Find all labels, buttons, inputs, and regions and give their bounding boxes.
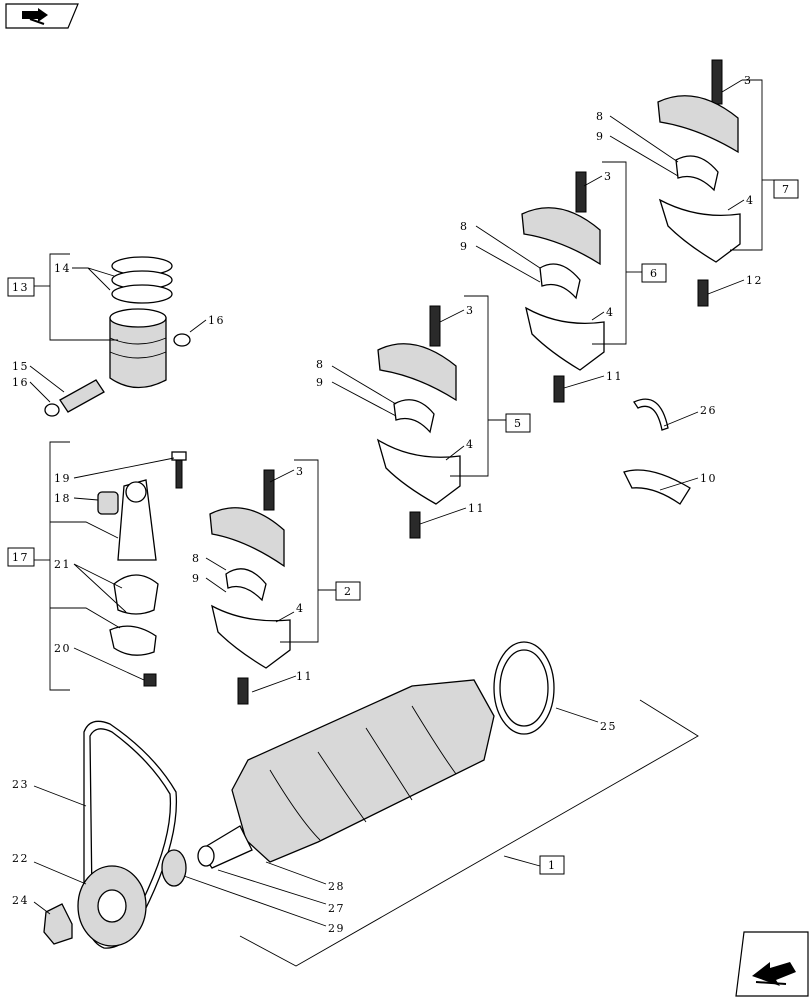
callout-3-group7: 3 (744, 74, 753, 87)
callout-9-group2: 9 (192, 572, 201, 585)
callout-21: 21 (54, 558, 71, 571)
callout-4-group2: 4 (296, 602, 305, 615)
callout-11-group2: 11 (296, 670, 313, 683)
callout-3-group6: 3 (604, 170, 613, 183)
callout-4-group7: 4 (746, 194, 755, 207)
callout-15: 15 (12, 360, 29, 373)
callout-8-group7: 8 (596, 110, 605, 123)
bearing-cap-set-2 (209, 469, 291, 705)
callout-2: 2 (344, 585, 353, 598)
callout-29: 29 (328, 922, 345, 935)
thrust-washers (623, 398, 691, 505)
callout-24: 24 (12, 894, 29, 907)
timing-belt-and-pulley (43, 720, 187, 949)
callout-8-group2: 8 (192, 552, 201, 565)
callout-8-group6: 8 (460, 220, 469, 233)
leader-lines (29, 79, 774, 967)
callout-18: 18 (54, 492, 71, 505)
bearing-cap-set-6 (521, 171, 605, 403)
callout-12: 12 (746, 274, 763, 287)
callout-14: 14 (54, 262, 71, 275)
next-page-arrow-icon[interactable] (735, 931, 809, 997)
callout-1: 1 (548, 859, 557, 872)
callout-19: 19 (54, 472, 71, 485)
crankshaft (197, 641, 555, 869)
callout-17: 17 (12, 551, 29, 564)
callout-27: 27 (328, 902, 345, 915)
callout-26: 26 (700, 404, 717, 417)
callout-20: 20 (54, 642, 71, 655)
piston-assembly (44, 256, 191, 417)
callout-4-group5: 4 (466, 438, 475, 451)
callout-11-group5: 11 (468, 502, 485, 515)
callout-9-group6: 9 (460, 240, 469, 253)
callout-3-group5: 3 (466, 304, 475, 317)
callout-13: 13 (12, 281, 29, 294)
callout-4-group6: 4 (606, 306, 615, 319)
callout-5: 5 (514, 417, 523, 430)
callout-28: 28 (328, 880, 345, 893)
callout-16-right: 16 (208, 314, 225, 327)
callout-9-group7: 9 (596, 130, 605, 143)
callout-3-group2: 3 (296, 465, 305, 478)
bearing-cap-set-5 (376, 305, 461, 539)
callout-16-left: 16 (12, 376, 29, 389)
callout-7: 7 (782, 183, 791, 196)
callout-8-group5: 8 (316, 358, 325, 371)
callout-labels: 1 2 5 6 7 13 17 3 3 3 3 4 4 4 4 8 8 8 8 … (7, 74, 799, 935)
connecting-rod-assembly (97, 451, 187, 687)
back-arrow-icon[interactable] (5, 3, 79, 29)
callout-22: 22 (12, 852, 29, 865)
callout-23: 23 (12, 778, 29, 791)
callout-25: 25 (600, 720, 617, 733)
bearing-cap-set-7 (657, 59, 741, 307)
callout-10: 10 (700, 472, 717, 485)
callout-6: 6 (650, 267, 659, 280)
callout-11-group6: 11 (606, 370, 623, 383)
callout-9-group5: 9 (316, 376, 325, 389)
